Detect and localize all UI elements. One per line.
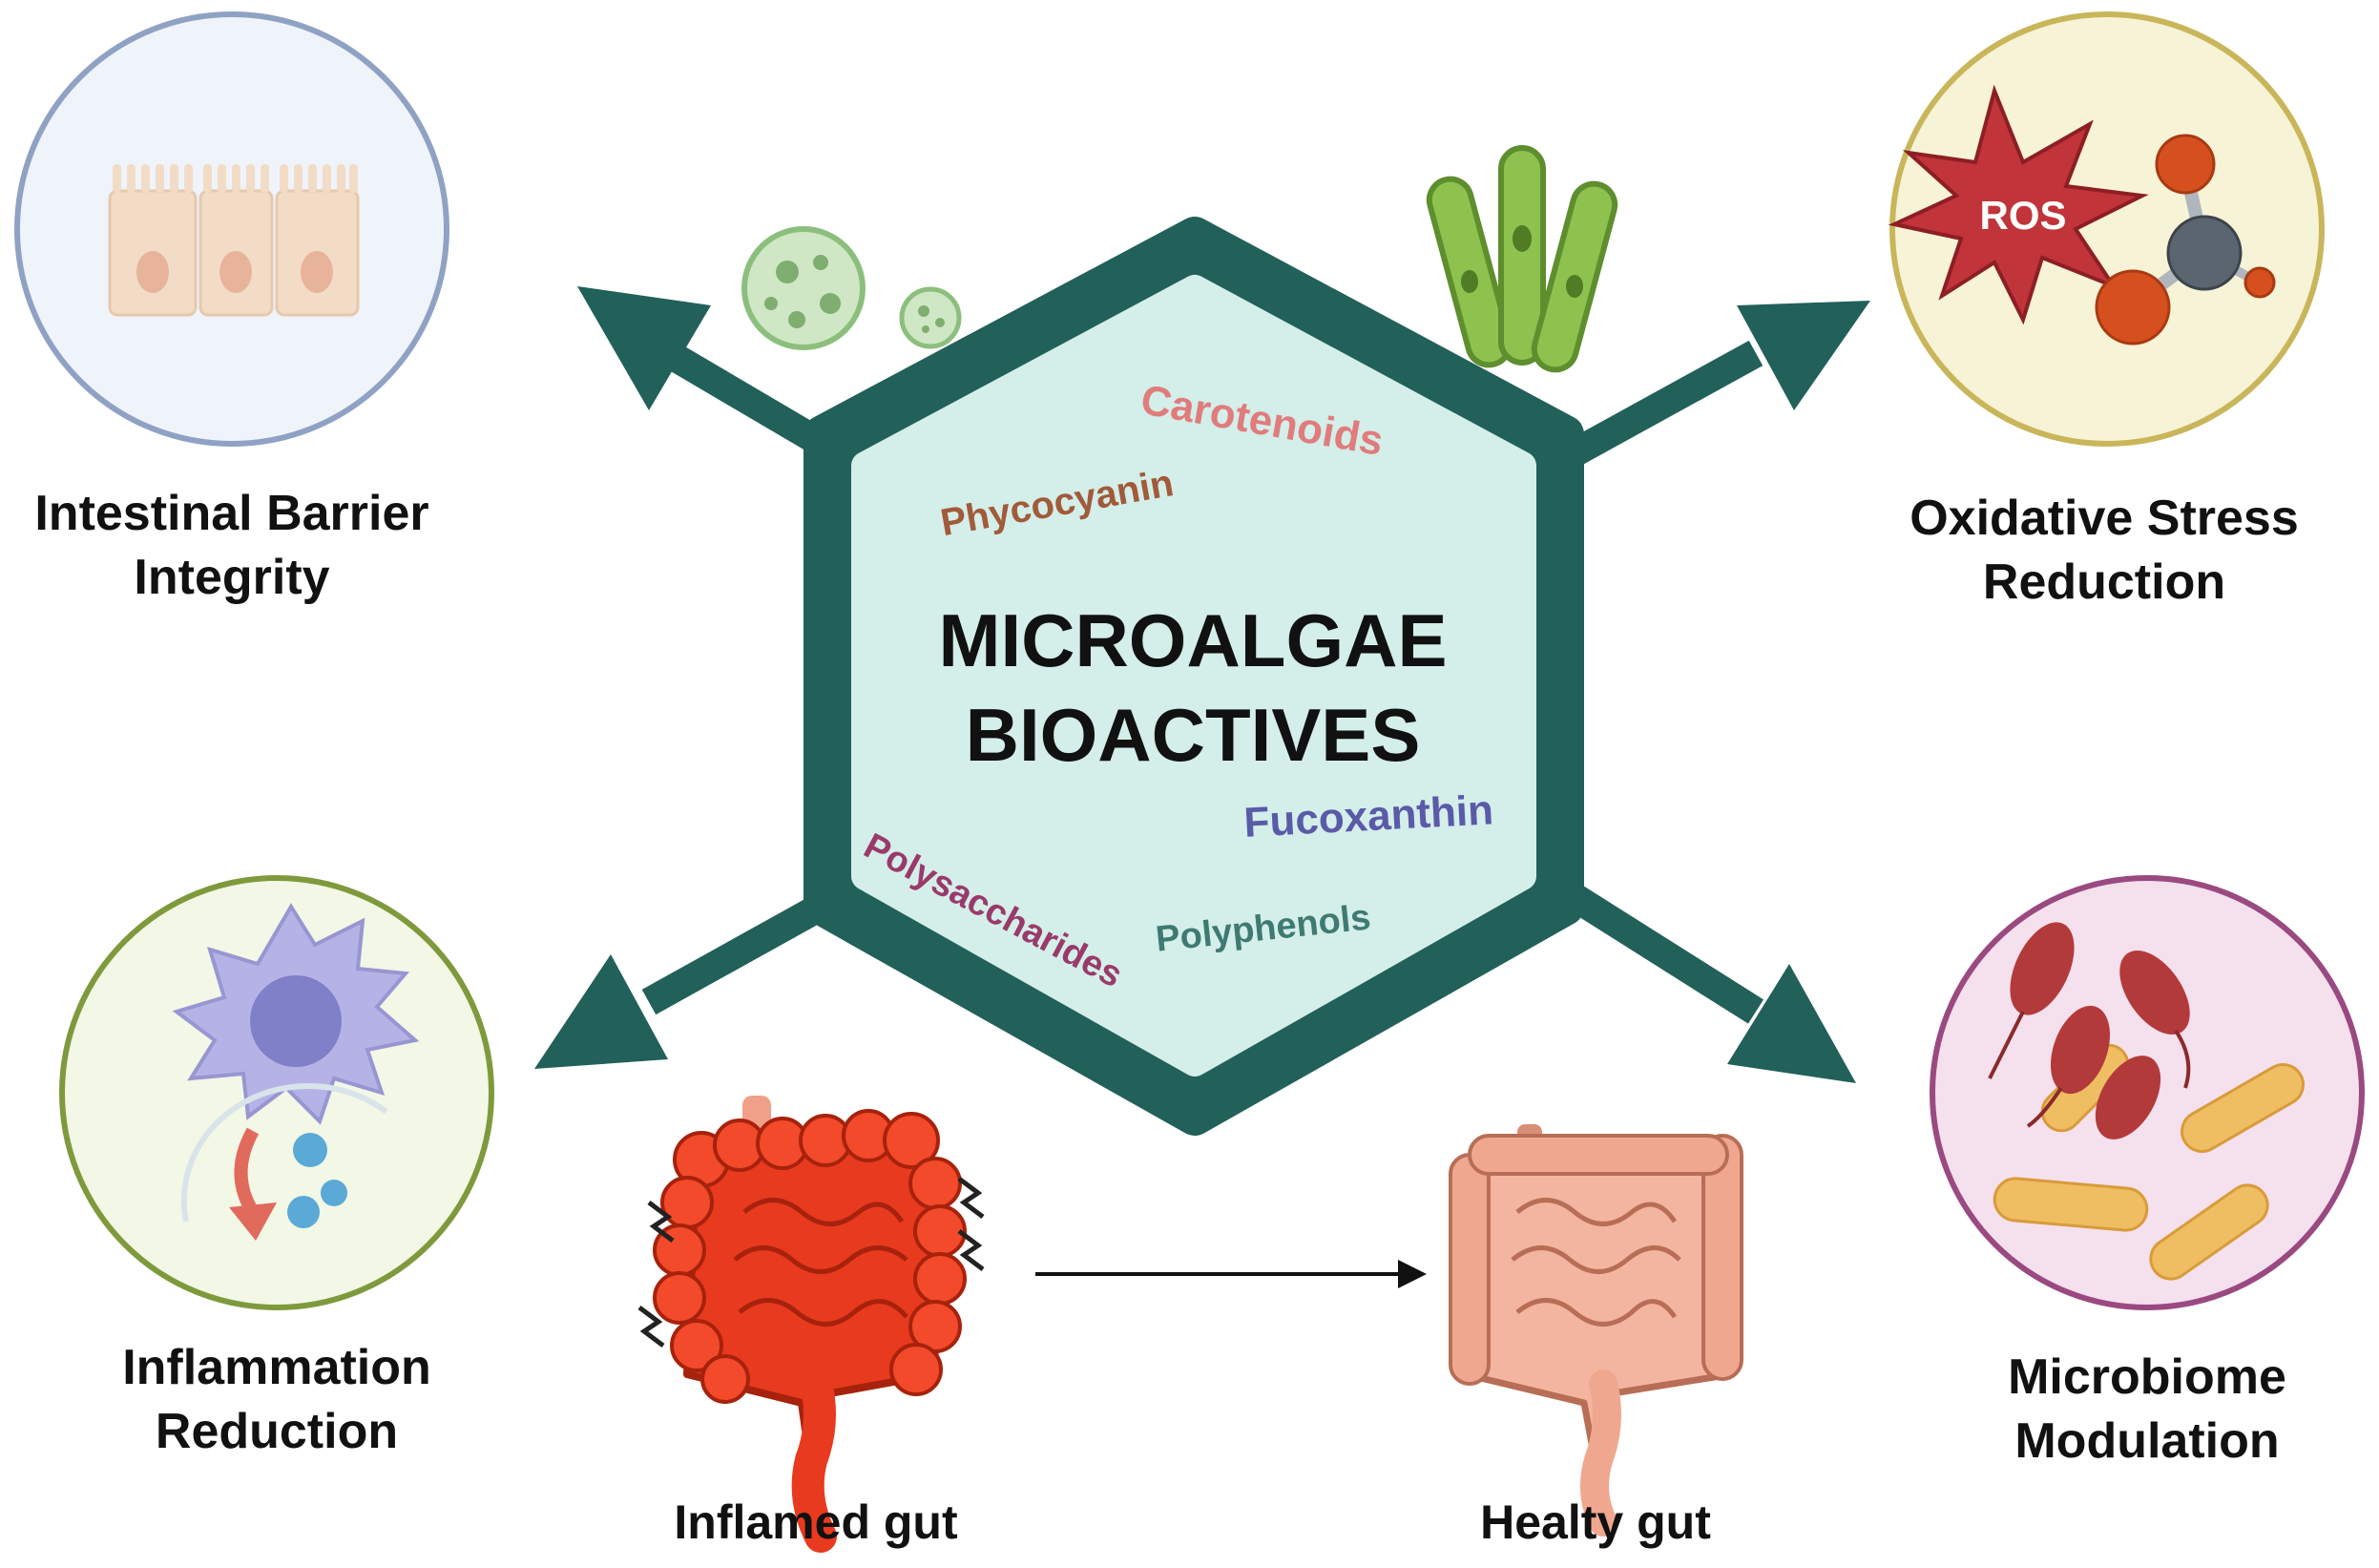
- microbiome-label-line1: Microbiome: [2008, 1349, 2286, 1405]
- arrow-to-inflammation: [641, 893, 828, 1015]
- microalgae-rod-cells-icon: [1426, 145, 1618, 373]
- barrier-label-line1: Intestinal Barrier: [34, 486, 428, 541]
- oxidative-panel: ROS Oxidative Stress Reduction: [1888, 11, 2325, 610]
- immune-halo-icon: [180, 1083, 388, 1223]
- inflammation-panel: Inflammation Reduction: [59, 875, 494, 1459]
- arrow-to-barrier: [660, 341, 838, 461]
- microbiome-label-line2: Modulation: [2014, 1413, 2279, 1469]
- oxidative-label-line2: Reduction: [1983, 554, 2225, 610]
- effect-arrows: [534, 286, 1870, 1083]
- barrier-panel: Intestinal Barrier Integrity: [14, 11, 449, 605]
- inflammation-down-arrow-head: [229, 1202, 277, 1241]
- inflammation-label-line1: Inflammation: [122, 1340, 431, 1395]
- hexagon-inner: [851, 275, 1536, 1077]
- center-title-line2: BIOACTIVES: [966, 693, 1421, 777]
- bacteria-icon: [1988, 922, 2305, 1281]
- barrier-label-line2: Integrity: [134, 550, 329, 605]
- center-title-line1: MICROALGAE: [939, 598, 1448, 682]
- cytokine-dots-icon: [287, 1133, 347, 1228]
- center-hexagon: MICROALGAE BIOACTIVES Carotenoids Phycoc…: [803, 217, 1584, 1136]
- epithelial-cells-icon: [108, 164, 360, 317]
- immune-cell-icon: [172, 903, 420, 1125]
- ros-label: ROS: [1979, 193, 2066, 238]
- inflammation-label-line2: Reduction: [156, 1404, 398, 1459]
- inflamed-gut-icon: [637, 1096, 985, 1553]
- microbiome-panel: Microbiome Modulation: [1930, 875, 2365, 1469]
- inflammation-down-arrow-icon: [234, 1127, 260, 1216]
- arrow-head-microbiome: [1727, 964, 1856, 1083]
- arrow-to-microbiome: [1566, 885, 1764, 1024]
- inflamed-gut-label: Inflamed gut: [674, 1495, 958, 1549]
- ros-burst-icon: ROS: [1888, 84, 2149, 325]
- healthy-gut-label: Healty gut: [1480, 1495, 1711, 1549]
- arrow-to-oxidative: [1557, 340, 1763, 471]
- oxidative-label-line1: Oxidative Stress: [1909, 491, 2299, 546]
- arrow-head-oxidative: [1737, 301, 1870, 410]
- gut-transition-arrow: [1035, 1260, 1427, 1288]
- microalgae-round-cells-icon: [741, 226, 962, 350]
- healthy-gut-icon: [1449, 1124, 1743, 1537]
- arrow-head-inflammation: [534, 954, 668, 1069]
- arrow-head-barrier: [577, 286, 711, 410]
- molecule-icon: [2095, 134, 2276, 345]
